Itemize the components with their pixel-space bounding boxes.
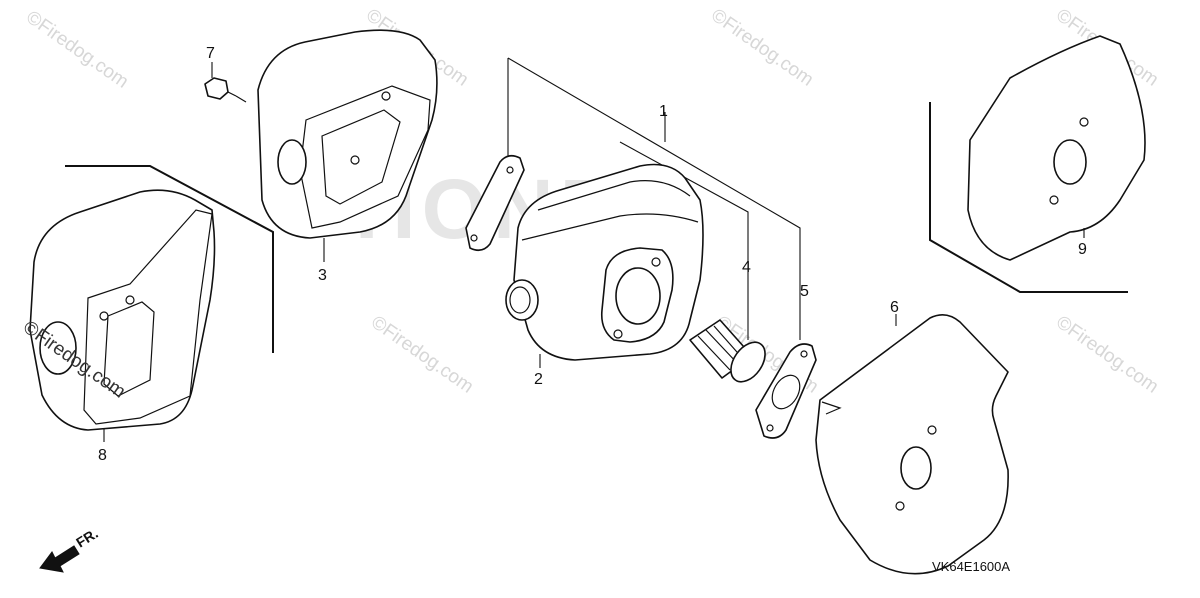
protector-bolt-hole: [895, 501, 905, 511]
part-2-muffler: [505, 163, 704, 361]
outlet-gasket-bolt: [766, 424, 774, 432]
label-8: 8: [98, 447, 107, 464]
group-bracket-left: [65, 165, 274, 353]
watermark: ©Firedog.com: [707, 5, 817, 91]
outlet-gasket: [755, 343, 817, 439]
muffler-seam-2: [521, 213, 699, 241]
part-6-protector: [815, 314, 1009, 575]
inlet-gasket-hole: [506, 166, 514, 174]
inlet-gasket-hole: [470, 234, 478, 242]
front-arrow-icon: [39, 545, 80, 573]
protector-tab: [821, 401, 842, 415]
cover-8-flange: [83, 209, 213, 425]
label-5: 5: [800, 283, 809, 300]
protector-plate: [815, 314, 1009, 575]
watermark: ©Firedog.com: [1052, 312, 1162, 398]
front-label: FR.: [73, 525, 101, 551]
cover-3-bolt-hole: [350, 155, 360, 165]
cover-3-hole: [277, 139, 307, 185]
bracket-line-1-gasket5: [507, 57, 801, 340]
label-4: 4: [742, 259, 751, 276]
label-7: 7: [206, 45, 215, 62]
group-bracket-right: [929, 102, 1128, 293]
inset-plate-hole: [1053, 139, 1087, 185]
label-2: 2: [534, 371, 543, 388]
inset-plate-bolt-hole: [1079, 117, 1089, 127]
label-3: 3: [318, 267, 327, 284]
outlet-gasket-bolt: [800, 350, 808, 358]
diagram-code: VK64E1600A: [932, 559, 1010, 574]
protector-hole: [900, 446, 932, 490]
label-6: 6: [890, 299, 899, 316]
protector-bolt-hole: [927, 425, 937, 435]
inset-plate: [967, 35, 1146, 261]
watermark: ©Firedog.com: [367, 312, 477, 398]
inset-plate-bolt-hole: [1049, 195, 1059, 205]
outlet-gasket-hole: [771, 374, 801, 410]
cover-8-recess: [103, 301, 155, 397]
cover-8-bolt-hole: [125, 295, 135, 305]
cover-8-bolt-hole: [99, 311, 109, 321]
label-1: 1: [659, 103, 668, 120]
cover-3-flange: [299, 85, 431, 229]
part-9-plate: [967, 35, 1146, 261]
cover-8-hole: [39, 321, 77, 375]
part-4-screen: [689, 319, 766, 383]
part-7-nut: [204, 77, 247, 103]
muffler-stud: [651, 257, 661, 267]
cover-3-recess: [321, 109, 401, 205]
nut-7-arrow: [235, 95, 247, 103]
muffler-inlet: [505, 279, 539, 321]
nut-7: [204, 77, 229, 100]
nut-7-stud: [227, 91, 237, 97]
cover-3-bolt-hole: [381, 91, 391, 101]
front-direction-indicator: FR.: [39, 525, 101, 573]
screen-flange: [730, 341, 766, 383]
muffler-stud: [613, 329, 623, 339]
part-8-cover: [29, 165, 274, 431]
watermark: ©Firedog.com: [22, 7, 132, 93]
label-9: 9: [1078, 241, 1087, 258]
muffler-inlet-inner: [509, 286, 531, 314]
part-3-cover: [257, 29, 438, 239]
muffler-seam: [537, 180, 691, 211]
muffler-outlet: [615, 267, 661, 325]
part-1-gasket: [465, 154, 525, 252]
part-5-gasket: [755, 343, 817, 439]
inlet-gasket: [465, 154, 525, 252]
